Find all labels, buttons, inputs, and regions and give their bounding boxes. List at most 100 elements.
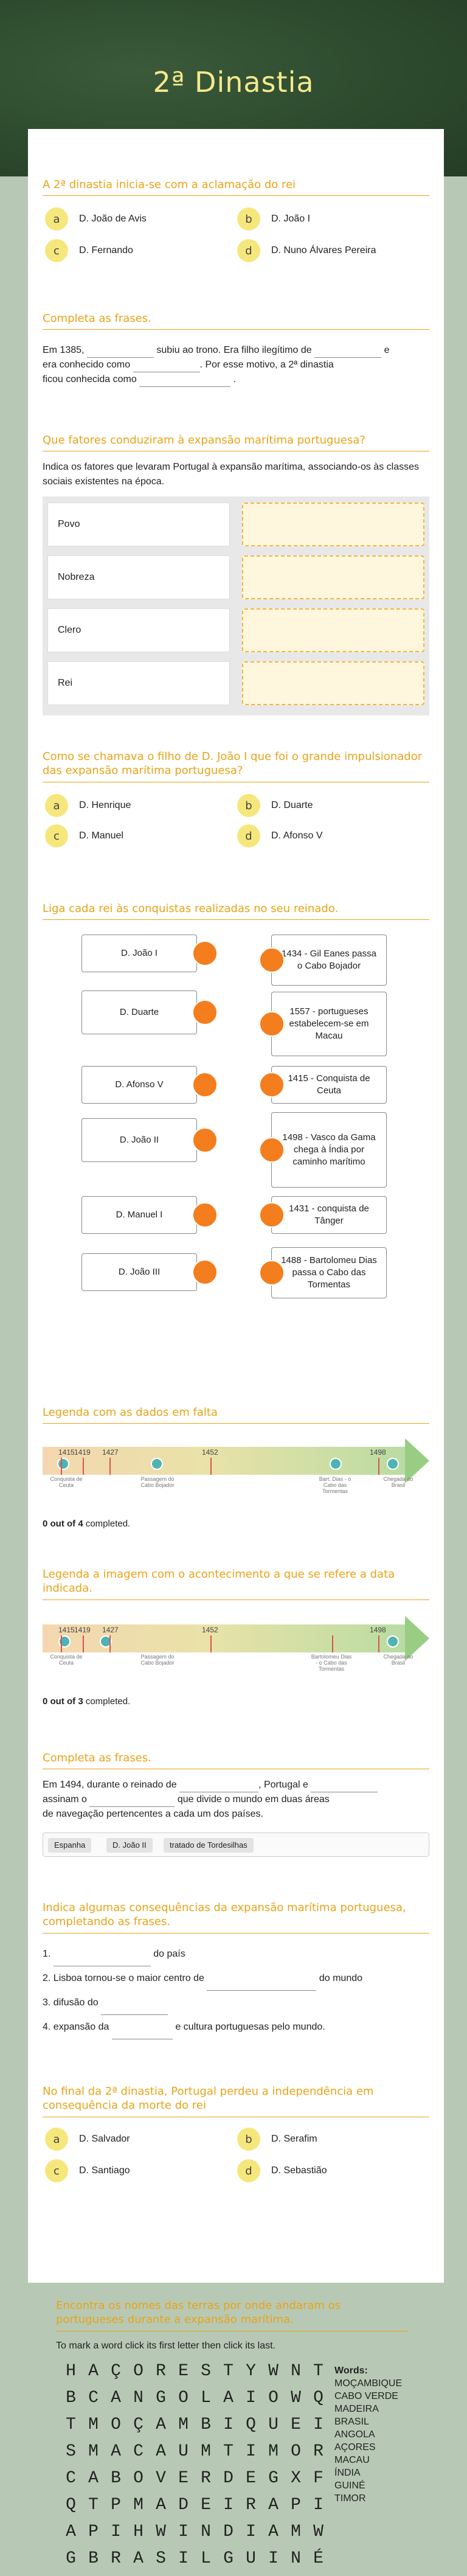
word-search-cell[interactable]: G (156, 2389, 166, 2407)
word-search-cell[interactable]: I (111, 2522, 121, 2541)
word-search-cell[interactable]: B (66, 2389, 76, 2407)
word-search-cell[interactable]: W (313, 2522, 323, 2541)
word-search-cell[interactable]: I (223, 2496, 234, 2515)
word-search-cell[interactable]: P (88, 2522, 99, 2541)
word-chip[interactable]: Espanha (48, 1838, 92, 1853)
word-search-cell[interactable]: H (133, 2522, 144, 2541)
match-right-item[interactable]: 1498 - Vasco da Gama chega à Índia por c… (271, 1112, 387, 1188)
blank-field[interactable] (139, 376, 231, 388)
word-search-cell[interactable]: O (133, 2362, 144, 2381)
match-connector[interactable] (192, 1259, 218, 1285)
blank-field[interactable] (53, 1955, 151, 1966)
word-search-cell[interactable]: U (178, 2442, 189, 2461)
word-search-cell[interactable]: G (223, 2549, 234, 2568)
blank-field[interactable] (207, 1980, 317, 1991)
word-search-cell[interactable]: O (291, 2442, 301, 2461)
word-search-cell[interactable]: B (111, 2469, 121, 2488)
drop-zone[interactable] (242, 555, 424, 599)
word-search-cell[interactable]: G (268, 2469, 278, 2488)
match-connector[interactable] (259, 1202, 285, 1228)
word-search-cell[interactable]: A (156, 2442, 166, 2461)
match-right-item[interactable]: 1488 - Bartolomeu Dias passa o Cabo das … (271, 1247, 387, 1298)
word-search-cell[interactable]: R (156, 2362, 166, 2381)
word-search-cell[interactable]: M (88, 2442, 99, 2461)
word-search-cell[interactable]: C (66, 2469, 76, 2488)
word-search-cell[interactable]: S (156, 2549, 166, 2568)
match-connector[interactable] (259, 1260, 285, 1286)
word-search-cell[interactable]: C (133, 2442, 144, 2461)
word-search-cell[interactable]: T (66, 2415, 76, 2434)
word-chip[interactable]: D. João II (106, 1838, 153, 1853)
word-search-cell[interactable]: I (223, 2415, 234, 2434)
word-search-cell[interactable]: W (268, 2362, 278, 2381)
word-search-cell[interactable]: L (201, 2389, 211, 2407)
word-search-cell[interactable]: A (88, 2362, 99, 2381)
match-connector[interactable] (259, 1072, 285, 1098)
word-search-cell[interactable]: A (268, 2496, 278, 2515)
word-search-cell[interactable]: A (111, 2442, 121, 2461)
match-connector[interactable] (192, 1072, 218, 1098)
word-search-cell[interactable]: M (291, 2522, 301, 2541)
word-search-cell[interactable]: G (66, 2549, 76, 2568)
word-search-cell[interactable]: O (178, 2389, 189, 2407)
match-left-item[interactable]: D. João III (81, 1253, 197, 1291)
word-search-cell[interactable]: I (268, 2549, 278, 2568)
drop-zone[interactable] (242, 608, 424, 652)
word-search-cell[interactable]: R (246, 2496, 256, 2515)
word-search-cell[interactable]: I (246, 2442, 256, 2461)
word-search-cell[interactable]: E (178, 2469, 189, 2488)
word-search-cell[interactable]: A (156, 2415, 166, 2434)
word-search-cell[interactable]: Q (246, 2415, 256, 2434)
word-search-cell[interactable]: E (201, 2496, 211, 2515)
word-search-cell[interactable]: Ç (133, 2415, 144, 2434)
match-right-item[interactable]: 1557 - portugueses estabelecem-se em Mac… (271, 992, 387, 1056)
word-search-cell[interactable]: W (291, 2389, 301, 2407)
match-left-item[interactable]: D. João II (81, 1118, 197, 1162)
word-search-cell[interactable]: R (313, 2442, 323, 2461)
timeline-hotspot[interactable] (58, 1635, 71, 1648)
word-search-cell[interactable]: A (223, 2389, 234, 2407)
blank-field[interactable] (179, 1781, 259, 1793)
match-connector[interactable] (192, 1127, 218, 1153)
word-search-cell[interactable]: Y (246, 2362, 256, 2381)
word-search-cell[interactable]: N (201, 2522, 211, 2541)
word-search-cell[interactable]: D (223, 2469, 234, 2488)
word-search-cell[interactable]: L (201, 2549, 211, 2568)
word-search-cell[interactable]: D (178, 2496, 189, 2515)
word-search-cell[interactable]: I (246, 2389, 256, 2407)
word-chip[interactable]: tratado de Tordesilhas (164, 1838, 254, 1853)
word-search-cell[interactable]: I (178, 2522, 189, 2541)
match-connector[interactable] (192, 941, 218, 966)
blank-field[interactable] (133, 361, 200, 373)
word-search-cell[interactable]: M (268, 2442, 278, 2461)
word-search-cell[interactable]: W (156, 2522, 166, 2541)
word-search-cell[interactable]: I (313, 2415, 323, 2434)
word-search-cell[interactable]: Q (66, 2496, 76, 2515)
timeline-hotspot[interactable] (57, 1458, 69, 1470)
match-right-item[interactable]: 1415 - Conquista de Ceuta (271, 1066, 387, 1104)
match-connector[interactable] (192, 1202, 218, 1228)
blank-field[interactable] (89, 1796, 175, 1808)
word-search-cell[interactable]: T (223, 2362, 234, 2381)
word-search-cell[interactable]: Q (313, 2389, 323, 2407)
word-search-cell[interactable]: N (133, 2389, 144, 2407)
word-search-cell[interactable]: Ç (111, 2362, 121, 2381)
blank-field[interactable] (314, 347, 382, 358)
word-search-cell[interactable]: É (313, 2549, 323, 2568)
word-search-cell[interactable]: T (223, 2442, 234, 2461)
word-search-cell[interactable]: U (246, 2549, 256, 2568)
blank-field[interactable] (311, 1781, 378, 1793)
word-search-cell[interactable]: C (88, 2389, 99, 2407)
match-left-item[interactable]: D. João I (81, 935, 197, 972)
match-connector[interactable] (259, 1137, 285, 1163)
timeline-hotspot[interactable] (330, 1458, 342, 1470)
word-search-cell[interactable]: U (268, 2415, 278, 2434)
word-search-cell[interactable]: X (291, 2469, 301, 2488)
